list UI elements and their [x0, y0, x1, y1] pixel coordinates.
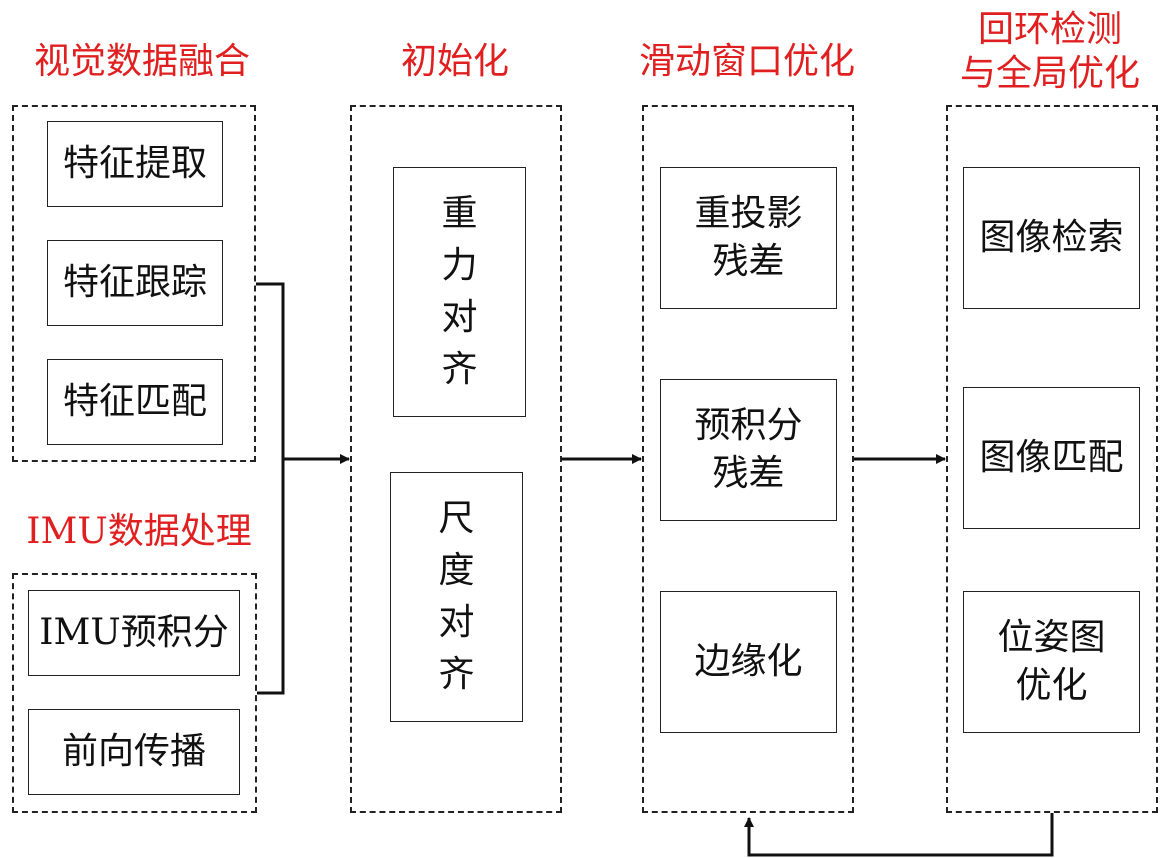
image-retrieval-line: 图像检索: [979, 217, 1124, 258]
initialization-group: [350, 105, 562, 813]
visual-fusion-title: 视觉数据融合: [33, 41, 250, 82]
feature-matching-box: 特征匹配: [47, 359, 223, 445]
pose-graph-optimization-box: 位姿图 优化: [963, 591, 1140, 733]
imu-processing-title: IMU数据处理: [26, 511, 252, 552]
gravity-alignment-box: 重 力 对 齐: [393, 167, 526, 417]
reprojection-residual-line: 重投影: [694, 193, 803, 234]
loop-closure-group: [946, 105, 1158, 813]
gravity-alignment-char: 力: [441, 245, 478, 286]
imu-processing-group: [12, 573, 257, 813]
feedback-connector: [744, 813, 1054, 857]
scale-alignment-char: 齐: [438, 654, 475, 695]
visual-fusion-group: [12, 105, 256, 462]
sliding-window-title: 滑动窗口优化: [638, 41, 855, 82]
sliding-window-group: [642, 105, 854, 813]
loop-closure-title-line: 回环检测: [977, 9, 1122, 50]
preintegration-residual-line: 残差: [712, 453, 785, 494]
scale-alignment-char: 尺: [438, 498, 475, 539]
pose-graph-optimization-line: 优化: [1015, 665, 1088, 706]
imu-preintegration-box: IMU预积分: [28, 590, 240, 676]
loop-closure-title: 回环检测 与全局优化: [940, 8, 1160, 96]
preintegration-residual-line: 预积分: [694, 405, 803, 446]
gravity-alignment-char: 对: [441, 297, 478, 338]
gravity-alignment-char: 重: [441, 193, 478, 234]
marginalization-line: 边缘化: [694, 641, 803, 682]
gravity-alignment-char: 齐: [441, 349, 478, 390]
image-matching-box: 图像匹配: [963, 387, 1140, 529]
image-retrieval-box: 图像检索: [963, 167, 1140, 309]
marginalization-box: 边缘化: [660, 591, 837, 733]
preintegration-residual-box: 预积分 残差: [660, 379, 837, 521]
feature-extraction-box: 特征提取: [47, 121, 223, 207]
pose-graph-optimization-line: 位姿图: [997, 617, 1106, 658]
scale-alignment-box: 尺 度 对 齐: [390, 472, 523, 722]
reprojection-residual-line: 残差: [712, 241, 785, 282]
reprojection-residual-box: 重投影 残差: [660, 167, 837, 309]
merge-connector: [256, 282, 285, 695]
loop-closure-title-line: 与全局优化: [959, 53, 1140, 94]
image-matching-line: 图像匹配: [979, 437, 1124, 478]
forward-propagation-box: 前向传播: [28, 709, 240, 795]
feature-tracking-box: 特征跟踪: [47, 240, 223, 326]
scale-alignment-char: 度: [438, 550, 475, 591]
initialization-title: 初始化: [400, 41, 509, 82]
scale-alignment-char: 对: [438, 602, 475, 643]
